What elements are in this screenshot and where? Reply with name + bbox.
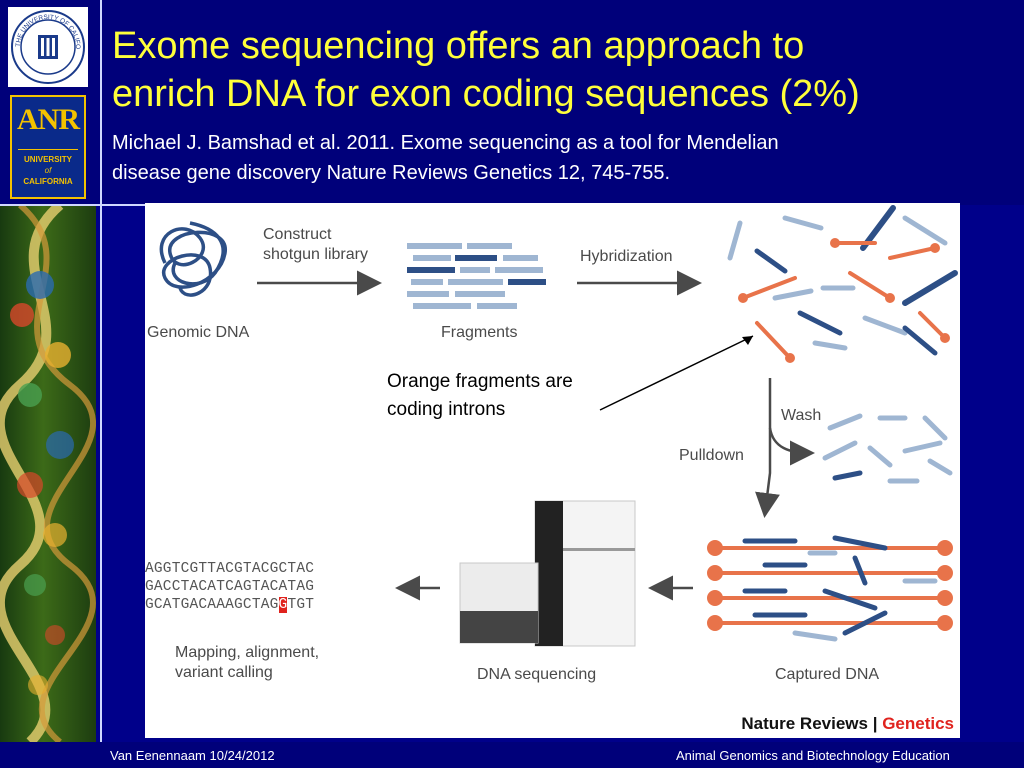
label-genomic-dna: Genomic DNA xyxy=(147,324,250,341)
label-dna-sequencing: DNA sequencing xyxy=(477,666,597,683)
header-band xyxy=(0,0,1024,205)
anr-california-label: CALIFORNIA xyxy=(23,177,73,186)
label-mapping: Mapping, alignment, variant calling xyxy=(175,644,320,681)
label-captured-dna: Captured DNA xyxy=(775,666,880,683)
figure-credit: Nature Reviews | Genetics xyxy=(741,714,954,733)
variant-highlight: G xyxy=(278,597,288,613)
annotation-note: Orange fragments are coding introns xyxy=(387,368,647,424)
label-fragments: Fragments xyxy=(441,324,518,341)
exome-workflow-figure: Construct shotgun library Genomic DNA Fr… xyxy=(145,203,960,738)
title-line-1: Exome sequencing offers an approach to xyxy=(112,25,805,67)
annotation-line-2: coding introns xyxy=(387,399,506,420)
dna-sequencer-icon xyxy=(459,500,636,647)
label-pulldown: Pulldown xyxy=(679,447,744,464)
captured-dna-icon xyxy=(707,535,953,642)
citation: Michael J. Bamshad et al. 2011. Exome se… xyxy=(112,128,992,188)
annotation-line-1: Orange fragments are xyxy=(387,371,573,392)
sequence-read-block: AGGTCGTTACGTACGCTAC GACCTACATCAGTACATAG … xyxy=(145,560,314,614)
citation-line-1: Michael J. Bamshad et al. 2011. Exome se… xyxy=(112,132,779,154)
anr-letters: ANR xyxy=(17,103,80,136)
anr-logo: ANR UNIVERSITY of CALIFORNIA xyxy=(10,95,86,199)
footer-band xyxy=(0,742,1024,768)
title-line-2: enrich DNA for exon coding sequences (2%… xyxy=(112,73,860,115)
anr-of-label: of xyxy=(44,166,52,175)
horizontal-divider xyxy=(0,204,145,206)
arrow-pulldown xyxy=(755,378,780,518)
footer-author-date: Van Eenennaam 10/24/2012 xyxy=(110,748,275,763)
sequence-line-3: GCATGACAAAGCTAGGTGT xyxy=(145,597,315,613)
dna-helix-decoration xyxy=(0,205,96,742)
arrow-wash xyxy=(768,427,815,466)
genomic-dna-tangle-icon xyxy=(159,221,227,297)
washed-fragments-icon xyxy=(822,413,953,484)
annotation-pointer xyxy=(599,335,754,411)
vertical-divider xyxy=(100,0,102,742)
hybridization-cluster-icon xyxy=(727,205,958,363)
sequence-line-1: AGGTCGTTACGTACGCTAC xyxy=(145,561,315,577)
workflow-diagram-svg xyxy=(159,205,958,647)
label-wash: Wash xyxy=(781,407,822,424)
footer-course-name: Animal Genomics and Biotechnology Educat… xyxy=(676,748,950,763)
sequence-line-2: GACCTACATCAGTACATAG xyxy=(145,579,315,595)
slide-title: Exome sequencing offers an approach to e… xyxy=(112,22,1012,118)
label-construct: Construct shotgun library xyxy=(263,226,368,263)
anr-university-label: UNIVERSITY xyxy=(23,155,72,164)
label-hybridization: Hybridization xyxy=(580,248,673,265)
citation-line-2: disease gene discovery Nature Reviews Ge… xyxy=(112,162,671,184)
uc-seal-logo: THE UNIVERSITY OF CALIFORNIA xyxy=(6,2,88,87)
fragments-icon xyxy=(407,243,546,309)
